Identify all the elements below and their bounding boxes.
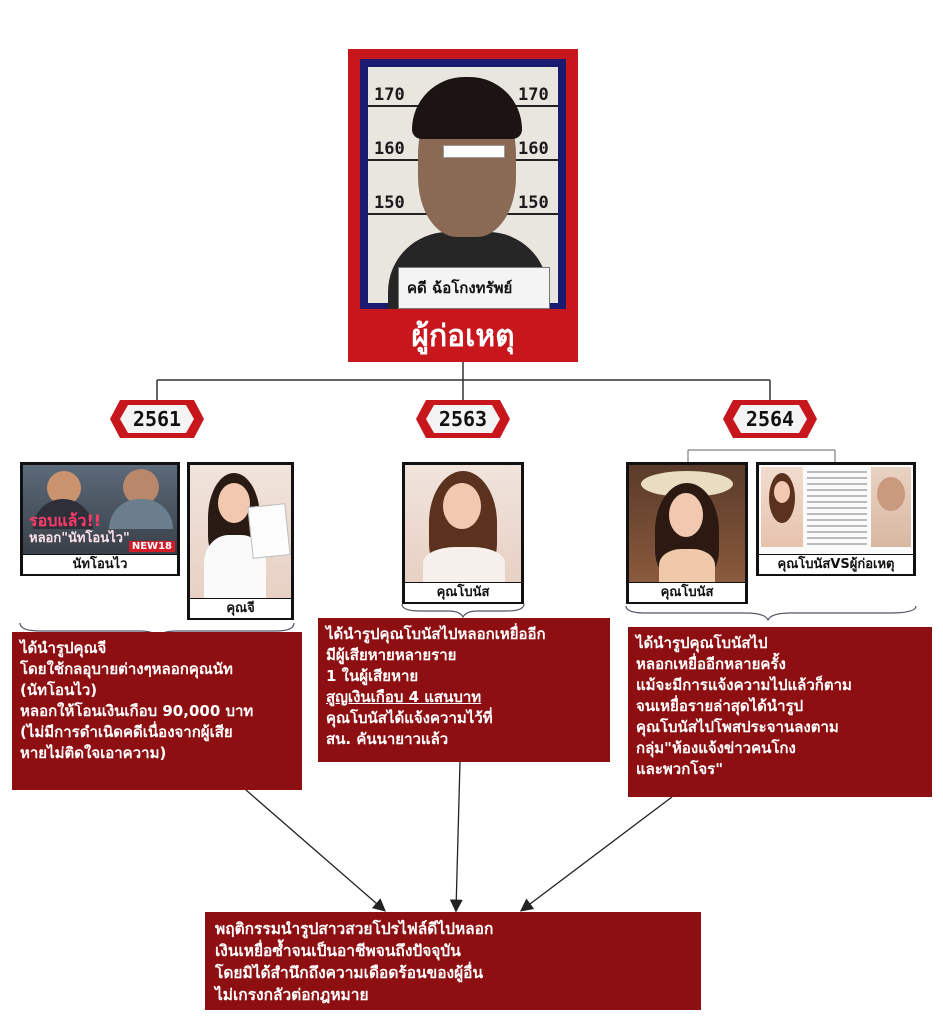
photo-khun-bonus-2564: คุณโบนัส	[626, 462, 748, 604]
photo-khun-bonus-2563: คุณโบนัส	[402, 462, 524, 604]
conclusion-line: เงินเหยื่อซ้ำจนเป็นอาชีพจนถึงปัจจุบัน	[215, 942, 461, 960]
description-2561: ได้นำรูปคุณจี โดยใช้กลอุบายต่างๆหลอกคุณน…	[12, 632, 302, 790]
height-mark-160-left: 160	[374, 139, 405, 159]
year-label: 2561	[132, 407, 182, 431]
description-line: ได้นำรูปคุณโบนัสไปหลอกเหยื่ออีก	[326, 625, 546, 643]
news-headline-2: หลอก"นัทโอนไว"	[29, 531, 130, 546]
photo-caption: คุณโบนัส	[629, 583, 745, 602]
photo-caption: คุณจี	[190, 599, 291, 618]
height-mark-170-right: 170	[518, 85, 549, 105]
conclusion-line: ไม่เกรงกลัวต่อกฎหมาย	[215, 986, 369, 1004]
description-line: (นัทโอนไว)	[20, 681, 98, 699]
description-line: โดยใช้กลอุบายต่างๆหลอกคุณนัท	[20, 660, 233, 678]
height-mark-170-left: 170	[374, 85, 405, 105]
description-line: (ไม่มีการดำเนิดคดีเนื่องจากผู้เสีย	[20, 723, 233, 741]
suspect-card: 170 170 160 160 150 150 คดี ฉ้อโกงทรัพย์…	[348, 49, 578, 362]
description-line: ได้นำรูปคุณโบนัสไป	[636, 634, 768, 652]
description-line: หลอกให้โอนเงินเกือบ 90,000 บาท	[20, 702, 254, 720]
description-line: มีผู้เสียหายหลายราย	[326, 646, 457, 664]
description-line-highlight: สูญเงินเกือบ 4 แสนบาท	[326, 688, 482, 706]
description-line: หายไม่ติดใจเอาความ)	[20, 744, 167, 762]
description-line: ได้นำรูปคุณจี	[20, 639, 107, 657]
description-line: กลุ่ม"ห้องแจ้งข่าวคนโกง	[636, 739, 796, 757]
height-mark-150-left: 150	[374, 193, 405, 213]
nameplate-text: คดี ฉ้อโกงทรัพย์	[407, 279, 513, 297]
description-line: คุณโบนัสได้แจ้งความไว้ที่	[326, 709, 493, 727]
photo-caption: คุณโบนัสVSผู้ก่อเหตุ	[759, 555, 913, 574]
year-tag-2561: 2561	[110, 400, 204, 438]
conclusion-line: พฤติกรรมนำรูปสาวสวยโปรไฟล์ดีไปหลอก	[215, 920, 494, 938]
description-line: 1 ในผู้เสียหาย	[326, 667, 419, 685]
description-line: แม้จะมีการแจ้งความไปแล้วก็ตาม	[636, 676, 852, 694]
height-mark-160-right: 160	[518, 139, 549, 159]
photo-khun-g: คุณจี	[187, 462, 294, 620]
description-line: คุณโบนัสไปโพสประจานลงตาม	[636, 718, 839, 736]
conclusion-box: พฤติกรรมนำรูปสาวสวยโปรไฟล์ดีไปหลอก เงินเ…	[205, 912, 701, 1010]
description-line: หลอกเหยื่ออีกหลายครั้ง	[636, 655, 786, 673]
suspect-nameplate: คดี ฉ้อโกงทรัพย์	[398, 267, 550, 309]
description-2563: ได้นำรูปคุณโบนัสไปหลอกเหยื่ออีก มีผู้เสี…	[318, 618, 610, 762]
photo-caption: คุณโบนัส	[405, 583, 521, 602]
news-logo: NEW18	[128, 541, 175, 552]
height-board: 170 170 160 160 150 150 คดี ฉ้อโกงทรัพย์	[368, 67, 558, 309]
description-2564: ได้นำรูปคุณโบนัสไป หลอกเหยื่ออีกหลายครั้…	[628, 627, 932, 797]
conclusion-line: โดยมิได้สำนึกถึงความเดือดร้อนของผู้อื่น	[215, 964, 484, 982]
year-tag-2563: 2563	[416, 400, 510, 438]
description-line: จนเหยื่อรายล่าสุดได้นำรูป	[636, 697, 804, 715]
year-label: 2563	[438, 407, 488, 431]
suspect-mugshot: 170 170 160 160 150 150 คดี ฉ้อโกงทรัพย์	[360, 59, 566, 309]
year-label: 2564	[745, 407, 795, 431]
year-tag-2564: 2564	[723, 400, 817, 438]
description-line: สน. คันนายาวแล้ว	[326, 730, 449, 748]
photo-bonus-vs-suspect: คุณโบนัสVSผู้ก่อเหตุ	[756, 462, 916, 576]
eye-censor-bar	[443, 145, 505, 158]
news-headline-1: รอบแล้ว!!	[29, 511, 102, 530]
description-line: และพวกโจร"	[636, 760, 724, 778]
height-mark-150-right: 150	[518, 193, 549, 213]
suspect-title: ผู้ก่อเหตุ	[411, 319, 515, 354]
photo-nat-onwai: รอบแล้ว!! หลอก"นัทโอนไว" NEW18 นัทโอนไว	[20, 462, 180, 576]
photo-caption: นัทโอนไว	[23, 555, 177, 574]
